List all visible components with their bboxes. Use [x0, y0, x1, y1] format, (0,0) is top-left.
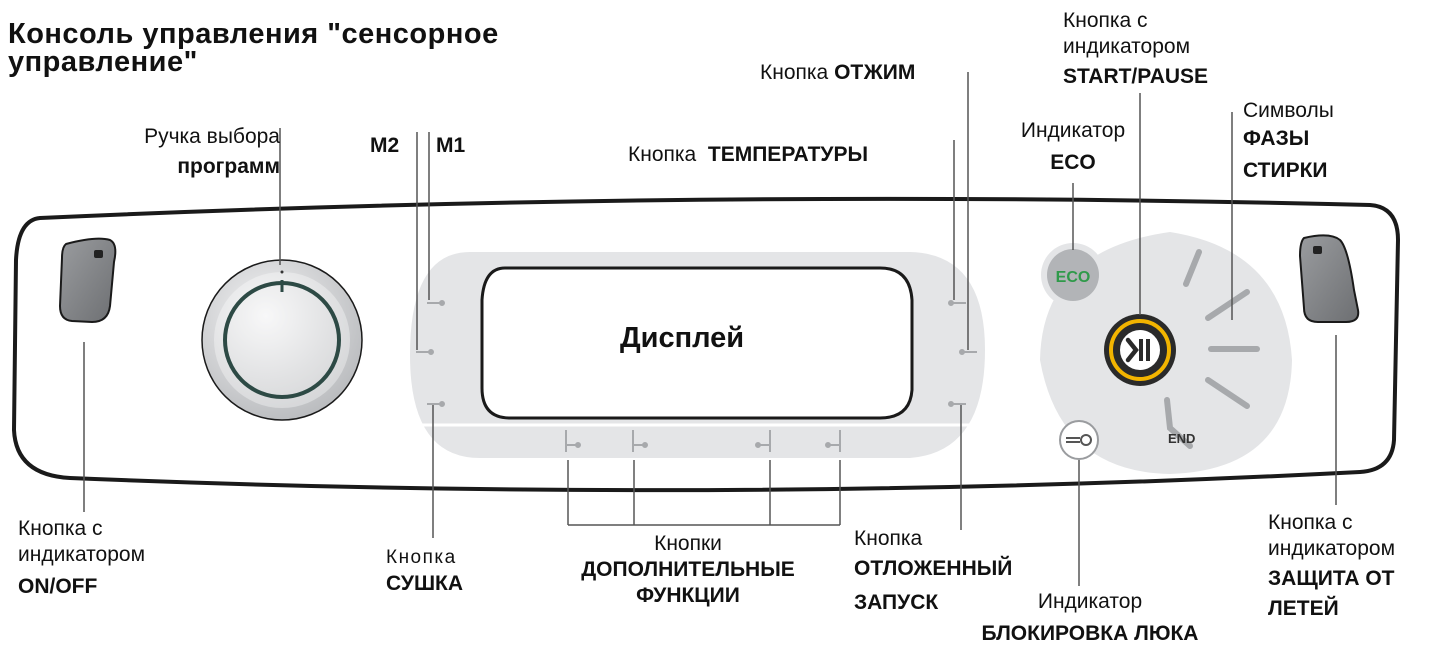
child-lock-button[interactable] — [1298, 234, 1360, 323]
key-icon — [1066, 434, 1092, 446]
extra-functions-label: Кнопки ДОПОЛНИТЕЛЬНЫЕ ФУНКЦИИ — [581, 532, 795, 607]
on-off-led-icon — [94, 250, 103, 258]
touch-marks — [416, 300, 977, 452]
child-lock-led-icon — [1313, 246, 1322, 254]
program-knob-label: Ручка выбора программ — [144, 125, 280, 178]
title-line2: управление" — [8, 46, 198, 78]
eco-badge-text: ECO — [1056, 269, 1091, 286]
wash-phase-symbols — [1164, 249, 1260, 449]
eco-indicator-label: Индикатор ECO — [1020, 119, 1126, 174]
end-text: END — [1168, 431, 1195, 446]
start-pause-button[interactable] — [1104, 314, 1176, 386]
delay-start-label: Кнопка ОТЛОЖЕННЫЙ ЗАПУСК — [854, 527, 1013, 614]
eco-indicator: ECO — [1047, 249, 1099, 301]
temperature-label: Кнопка ТЕМПЕРАТУРЫ — [628, 143, 869, 166]
display-label: Дисплей — [620, 322, 745, 354]
dry-label: Кнопка СУШКА — [386, 547, 464, 595]
title-line1: Консоль управления "сенсорное — [8, 18, 499, 50]
display-screen — [480, 266, 914, 420]
start-pause-label: Кнопка с индикатором START/PAUSE — [1063, 9, 1209, 88]
on-off-label: Кнопка с индикатором ON/OFF — [18, 517, 146, 598]
program-knob[interactable] — [201, 259, 363, 421]
door-lock-indicator — [1059, 420, 1099, 460]
wash-phases-label: Символы ФАЗЫ СТИРКИ — [1243, 99, 1334, 182]
m2-label: M2 — [370, 134, 400, 157]
page-title: Консоль управления "сенсорное управление… — [8, 18, 499, 78]
child-lock-label: Кнопка с индикатором ЗАЩИТА ОТ ЛЕТЕЙ — [1268, 511, 1396, 620]
leader-lines — [83, 72, 1337, 586]
play-pause-icon — [1125, 337, 1150, 363]
spin-label: Кнопка ОТЖИМ — [760, 61, 916, 84]
on-off-button[interactable] — [58, 237, 117, 324]
door-lock-label: Индикатор БЛОКИРОВКА ЛЮКА — [981, 590, 1199, 645]
m1-label: M1 — [436, 134, 466, 157]
